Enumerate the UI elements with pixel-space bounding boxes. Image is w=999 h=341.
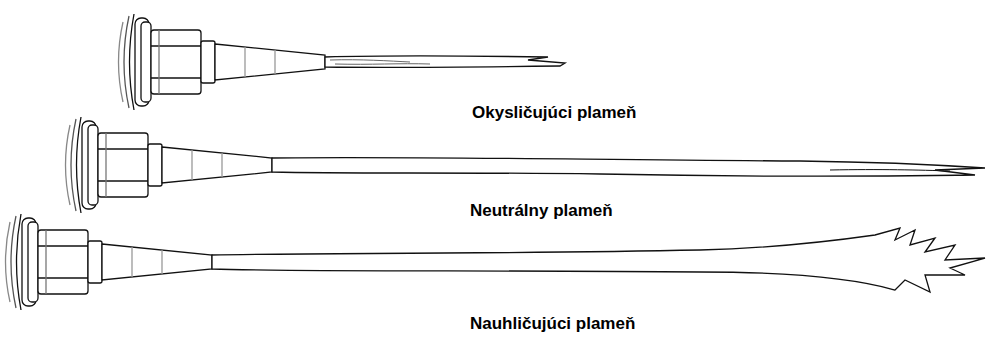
oxidizing-torch	[119, 14, 566, 110]
carburizing-torch	[6, 214, 986, 310]
neutral-torch	[66, 117, 986, 213]
flame-caption: Nauhličujúci plameň	[470, 314, 635, 334]
flame-caption: Neutrálny plameň	[470, 201, 613, 221]
flame-caption: Okysličujúci plameň	[472, 103, 636, 123]
